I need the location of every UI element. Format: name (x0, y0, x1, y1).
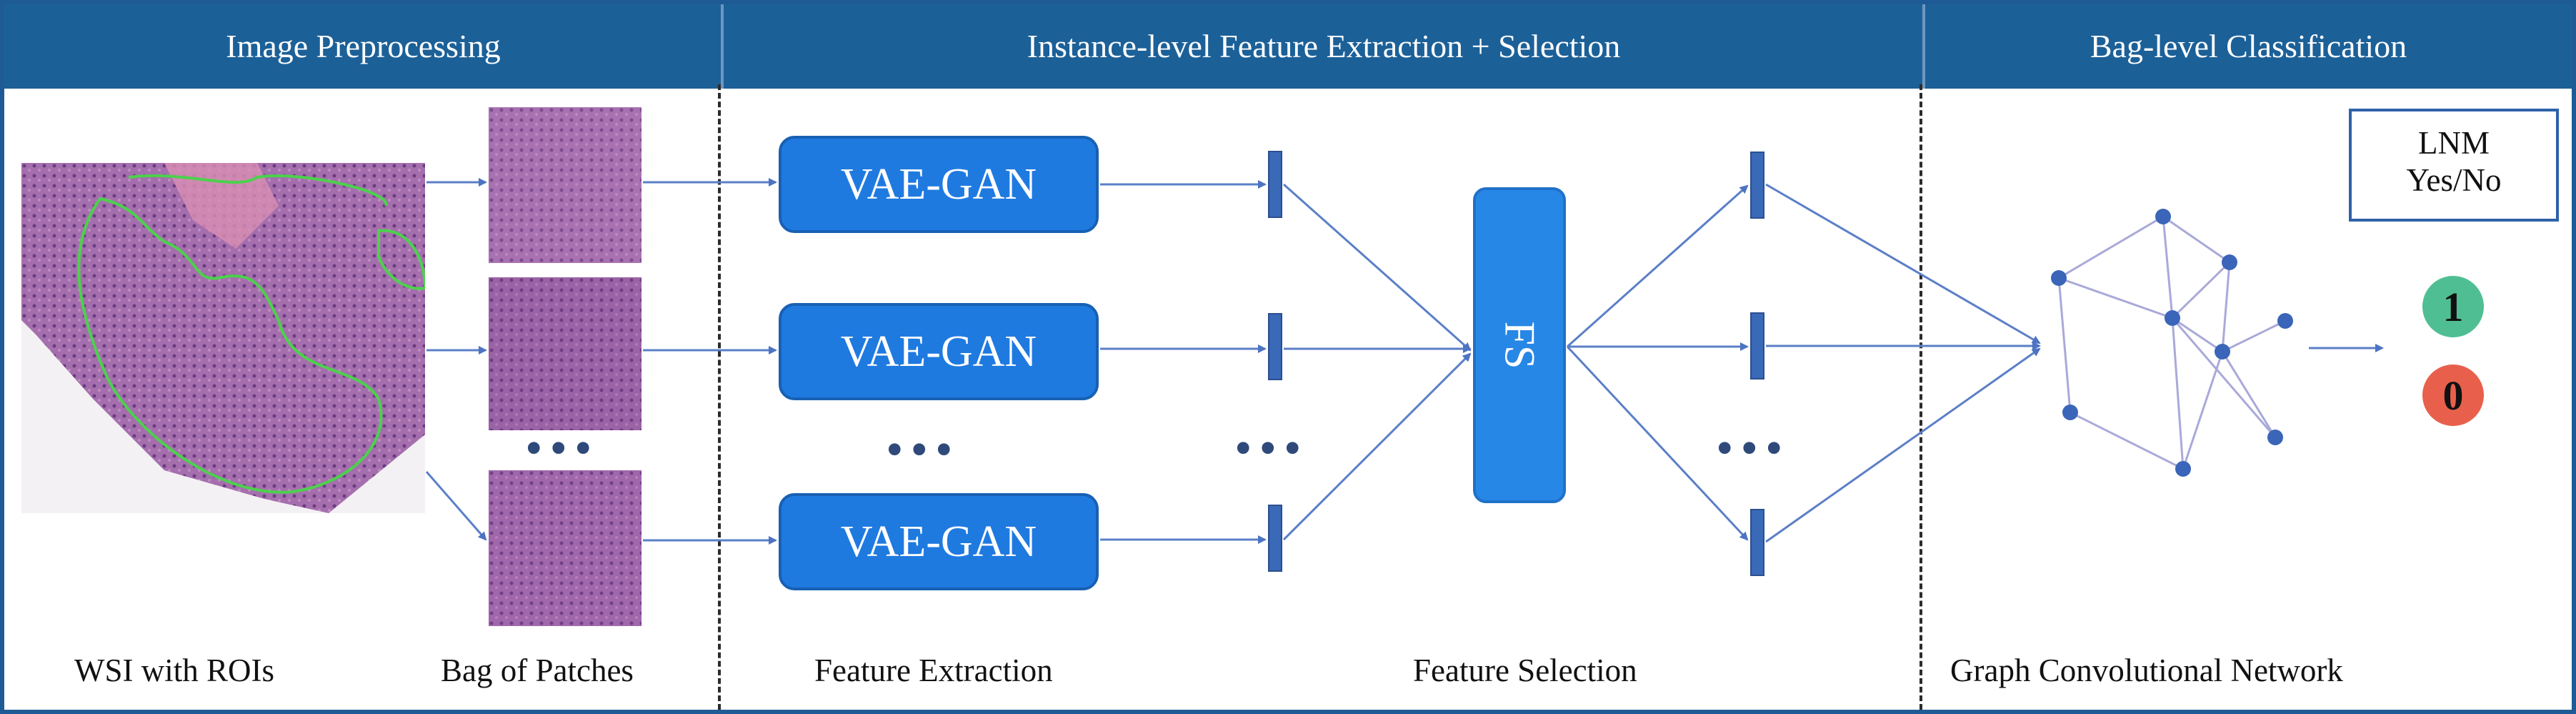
caption-gcn: Graph Convolutional Network (1950, 653, 2343, 688)
caption-wsi: WSI with ROIs (74, 653, 274, 688)
graph-edges (2057, 215, 2286, 470)
wsi-image (21, 163, 425, 513)
arrow (1566, 345, 1749, 541)
output-label-box: LNM Yes/No (2349, 109, 2559, 222)
fs-block: FS (1473, 187, 1566, 503)
header-banner: Image Preprocessing Instance-level Featu… (4, 4, 2572, 89)
vae-gan-block: VAE-GAN (779, 493, 1099, 590)
patch-image (489, 107, 641, 263)
selected-feature (1750, 152, 1764, 219)
output-title: LNM (2418, 125, 2490, 161)
graph-nodes (2051, 209, 2293, 477)
output-subtitle: Yes/No (2406, 162, 2502, 198)
header-divider (721, 4, 724, 89)
section-divider-2 (1919, 84, 1922, 710)
arrow (1282, 352, 1472, 541)
vae-gan-block: VAE-GAN (779, 136, 1099, 233)
caption-feature-selection: Feature Selection (1413, 653, 1637, 688)
arrow (1567, 184, 1749, 348)
feature-vector (1268, 313, 1282, 380)
feature-vector (1268, 151, 1282, 218)
caption-feature-extraction: Feature Extraction (814, 653, 1053, 688)
feature-vector (1268, 505, 1282, 572)
selected-feature (1750, 312, 1764, 380)
arrow (1283, 183, 1472, 352)
vae-gan-block: VAE-GAN (779, 303, 1099, 400)
header-extraction: Instance-level Feature Extraction + Sele… (1027, 28, 1621, 64)
selected-feature (1750, 509, 1764, 576)
patch-image (489, 277, 641, 430)
arrow (1765, 183, 2041, 344)
tissue-pink-region (164, 163, 279, 249)
roi-outline (377, 229, 425, 290)
class-one-circle: 1 (2422, 276, 2484, 337)
header-preprocessing: Image Preprocessing (226, 28, 501, 64)
section-divider-1 (718, 84, 721, 710)
roi-outline (77, 197, 383, 494)
header-divider (1922, 4, 1925, 89)
tissue-region (21, 163, 425, 513)
patch-image (489, 470, 641, 626)
header-classification: Bag-level Classification (2090, 28, 2407, 64)
arrow (425, 471, 487, 541)
caption-patches: Bag of Patches (441, 653, 634, 688)
class-zero-circle: 0 (2422, 365, 2484, 426)
roi-outline (128, 174, 388, 207)
arrow (1765, 347, 2041, 543)
